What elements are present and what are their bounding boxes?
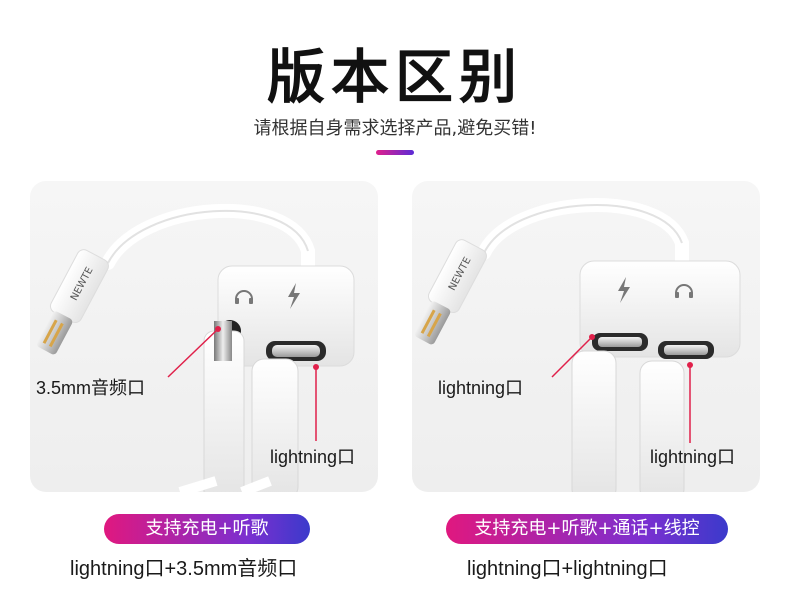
callout-line-top bbox=[551, 336, 593, 378]
lightning-plug: NEWTE bbox=[414, 239, 487, 345]
cable bbox=[477, 198, 689, 268]
ports-label-left: lightning口+3.5mm音频口 bbox=[70, 558, 298, 580]
callout-lightning-port: lightning口 bbox=[270, 447, 356, 467]
feature-badge-right: 支持充电+听歌+通话+线控 bbox=[446, 514, 728, 544]
headphone-icon bbox=[235, 290, 253, 304]
adapter-illustration: NEWTE bbox=[36, 203, 355, 492]
headphone-icon bbox=[675, 284, 693, 298]
ports-label-right: lightning口+lightning口 bbox=[467, 558, 668, 580]
lightning-bolt-icon bbox=[618, 277, 630, 303]
adapter-illustration: NEWTE bbox=[414, 198, 741, 492]
product-card-dual-lightning-version: NEWTE lightning口 lightning口 bbox=[412, 181, 760, 492]
lightning-bolt-icon bbox=[288, 283, 300, 309]
callout-lightning-port-bottom: lightning口 bbox=[650, 447, 736, 467]
callout-audio-port: 3.5mm音频口 bbox=[36, 378, 146, 398]
lightning-cable-plug-right bbox=[639, 360, 685, 492]
callout-lightning-port-top: lightning口 bbox=[438, 378, 524, 398]
feature-badge-left: 支持充电+听歌 bbox=[104, 514, 310, 544]
lightning-cable-plug-left bbox=[571, 350, 617, 492]
lightning-cable-plug bbox=[251, 358, 299, 492]
callout-line-audio bbox=[167, 328, 219, 378]
page-title: 版本区别 bbox=[266, 43, 523, 111]
lightning-plug: NEWTE bbox=[36, 249, 109, 355]
page-subtitle: 请根据自身需求选择产品,避免买错! bbox=[253, 118, 537, 139]
product-card-audio-version: NEWTE 3.5mm音频口 lightning口 bbox=[30, 181, 378, 492]
accent-bar bbox=[376, 150, 414, 155]
